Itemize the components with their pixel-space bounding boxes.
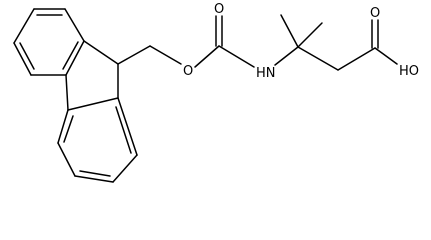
atom-label-amine: HN [256,66,276,81]
bond [13,8,35,44]
bond [63,115,74,143]
bond [112,154,138,183]
bond [64,8,85,42]
atom-label-hydroxyl: HO [399,64,419,79]
bond [297,22,323,48]
bond [79,170,111,177]
bond [83,40,119,65]
atom-labels: O O HN O HO [183,2,419,81]
atom-label-acid-carbonyl-oxygen: O [370,6,380,21]
bond [117,45,151,65]
bond [65,40,85,76]
bond [74,175,114,183]
bond [67,97,119,111]
bond-lines [13,8,398,183]
chemical-structure-diagram: O O HN O HO [13,2,419,183]
bond [57,142,76,177]
bond [280,14,299,48]
bond [297,46,339,71]
bond [274,46,299,66]
bond [194,45,220,68]
bond [62,41,79,70]
bond [115,106,132,154]
bond [149,45,182,65]
bond [218,45,255,68]
bond [65,74,69,111]
bond [13,42,32,76]
atom-label-carbonyl-oxygen: O [214,2,224,17]
bond [374,47,398,65]
bond [117,97,138,156]
bond [337,47,376,71]
bond [19,42,35,70]
bond [57,109,69,144]
atom-label-ester-oxygen: O [183,64,193,79]
